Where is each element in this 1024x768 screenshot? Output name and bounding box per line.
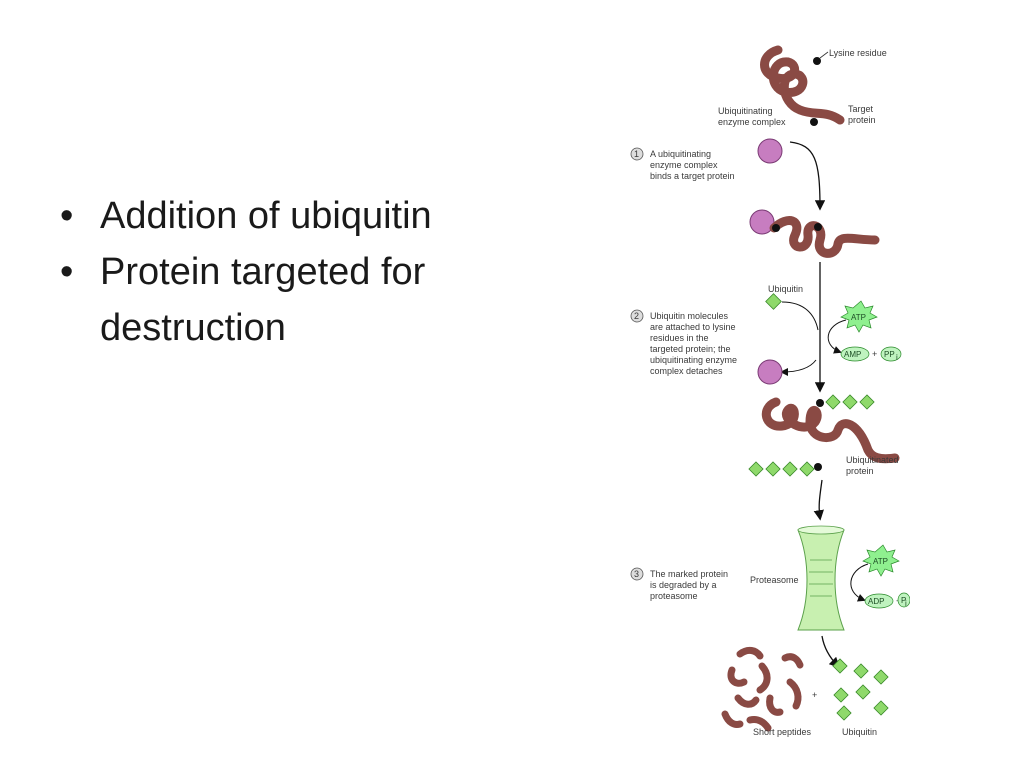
lysine-dot xyxy=(816,399,824,407)
step-number-badge xyxy=(630,309,644,323)
enzyme-complex xyxy=(749,209,775,235)
ubiquitin-molecule xyxy=(799,461,815,477)
atp-burst xyxy=(840,300,878,333)
short-peptides-label: Short peptides xyxy=(753,727,812,737)
step-text: proteasome xyxy=(650,591,698,601)
ubiquitin-molecule xyxy=(853,663,869,679)
ubiquitin-molecule xyxy=(842,394,858,410)
atp-label: ATP xyxy=(873,557,888,566)
plus-sign: + xyxy=(812,690,817,700)
step-text: residues in the xyxy=(650,333,709,343)
ubiquitin-molecule xyxy=(748,461,764,477)
energy-arrow xyxy=(850,563,869,602)
ubiquitin-products-label: Ubiquitin xyxy=(842,727,877,737)
pi-label: P xyxy=(901,596,906,605)
ubiquitinated-protein-label: Ubiquitinated xyxy=(846,455,899,465)
bullet-symbol: • xyxy=(60,251,74,293)
enzyme-complex-label: Ubiquitinating xyxy=(718,106,773,116)
amp-label: AMP xyxy=(844,350,861,359)
step-text: is degraded by a xyxy=(650,580,717,590)
ubiquitin-molecule xyxy=(833,687,849,703)
enzyme-complex-label: enzyme complex xyxy=(718,117,786,127)
step-text: Ubiquitin molecules xyxy=(650,311,729,321)
atp-burst xyxy=(862,544,900,577)
step-text: ubiquitinating enzyme xyxy=(650,355,737,365)
step-number-badge xyxy=(630,147,644,161)
amp-chip xyxy=(840,346,870,362)
step-number-badge xyxy=(630,567,644,581)
bullet-list: • Addition of ubiquitin • Protein target… xyxy=(58,188,518,356)
enzyme-complex xyxy=(757,359,783,385)
step-text: are attached to lysine xyxy=(650,322,736,332)
ubiquitin-molecule xyxy=(873,700,889,716)
ubiquitin-molecule xyxy=(859,394,875,410)
degradation-arrow xyxy=(813,479,824,521)
ubiquitinated-protein-label: protein xyxy=(846,466,874,476)
lysine-dot xyxy=(813,57,821,65)
target-protein-label: protein xyxy=(848,115,876,125)
protein-coil xyxy=(769,216,880,258)
ubiquitin-molecule xyxy=(782,461,798,477)
pi-chip xyxy=(897,592,910,608)
short-peptides xyxy=(721,646,804,732)
step-text: targeted protein; the xyxy=(650,344,731,354)
ppi-label: PP xyxy=(884,350,895,359)
ubiquitin-molecule xyxy=(825,394,841,410)
proteasome-label: Proteasome xyxy=(750,575,799,585)
lysine-residue-label: Lysine residue xyxy=(829,48,887,58)
bullet-text: Protein targeted for destruction xyxy=(100,251,426,349)
bullet-text: Addition of ubiquitin xyxy=(100,195,432,237)
step-number: 1 xyxy=(634,149,639,159)
binding-arrow xyxy=(789,141,826,211)
step-text: A ubiquitinating xyxy=(650,149,711,159)
pi-subscript: i xyxy=(905,599,907,608)
step-number: 3 xyxy=(634,569,639,579)
lysine-dot xyxy=(772,224,780,232)
lysine-dot xyxy=(810,118,818,126)
ubiquitin-molecule xyxy=(832,658,848,674)
lysine-dot xyxy=(814,223,822,231)
ubiquitin-molecule xyxy=(873,669,889,685)
step-text: complex detaches xyxy=(650,366,723,376)
energy-arrow xyxy=(827,319,847,354)
bullet-item: • Protein targeted for destruction xyxy=(58,244,518,356)
ubiquitin-molecule xyxy=(855,684,871,700)
step-text: binds a target protein xyxy=(650,171,735,181)
ubiquitin-molecule xyxy=(765,293,782,310)
step-text: enzyme complex xyxy=(650,160,718,170)
step-number: 2 xyxy=(634,311,639,321)
ubiquitin-molecule xyxy=(836,705,852,721)
atp-label: ATP xyxy=(851,313,866,322)
proteasome xyxy=(797,529,845,631)
adp-chip xyxy=(864,593,894,609)
detach-arrow xyxy=(780,359,817,376)
ubiquitin-proteasome-diagram: Lysine residue Target protein Ubiquitina… xyxy=(630,45,910,737)
target-protein-coil xyxy=(760,45,845,125)
ubiquitinated-protein-coil xyxy=(761,397,900,464)
ppi-subscript: i xyxy=(896,353,898,362)
lysine-dot xyxy=(814,463,822,471)
release-arrow xyxy=(821,635,840,668)
ubiquitin-label: Ubiquitin xyxy=(768,284,803,294)
plus-sign: + xyxy=(872,349,877,359)
step-text: The marked protein xyxy=(650,569,728,579)
target-protein-label: Target xyxy=(848,104,874,114)
bullet-item: • Addition of ubiquitin xyxy=(58,188,518,244)
adp-label: ADP xyxy=(868,597,884,606)
ppi-chip xyxy=(880,346,902,362)
ubiquitin-join-arrow xyxy=(781,301,819,331)
enzyme-complex xyxy=(757,138,783,164)
bullet-symbol: • xyxy=(60,195,74,237)
ubiquitin-molecule xyxy=(765,461,781,477)
